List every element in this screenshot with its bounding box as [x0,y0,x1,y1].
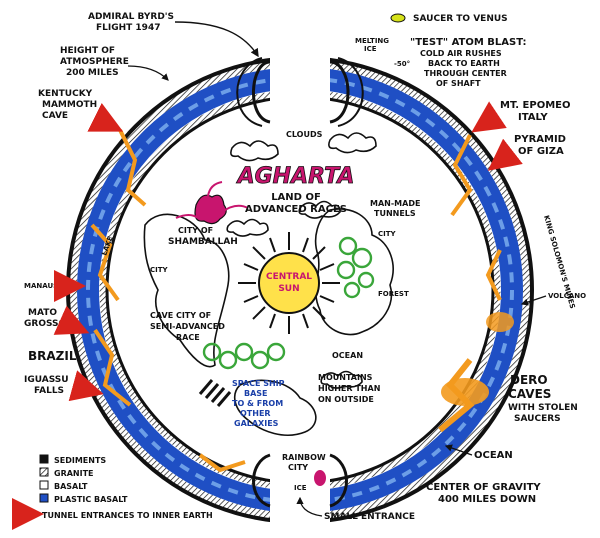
clouds-group [226,132,377,389]
shamballah-city [175,181,249,225]
pyramid-line2: OF GIZA [518,146,564,157]
iguassu-arrow [68,370,104,402]
shamballah-label-line1: CITY OF [178,226,213,235]
spaceship-base-icon [198,379,232,407]
volcano-label: VOLCANO [548,292,586,300]
subtitle-line1: LAND OF [271,192,321,203]
atom-blast-line4: THROUGH CENTER [424,69,507,78]
iguassu-line1: IGUASSU [24,375,69,385]
legend-swatch-plastic-basalt [39,493,49,503]
dero-line4: SAUCERS [514,414,561,424]
melting-ice-line2: ICE [364,45,377,53]
cave-city-line2: SEMI-ADVANCED [150,322,225,331]
ocean-label-outer: OCEAN [474,450,513,461]
sun-label-line2: SUN [278,284,299,294]
city-label-right: CITY [378,230,397,238]
city-label-left: CITY [150,266,169,274]
mato-arrow [53,305,90,335]
dero-line3: WITH STOLEN [508,403,578,413]
atom-blast-line2: COLD AIR RUSHES [420,49,502,58]
atmosphere-arrow [127,65,169,81]
legend-swatch-sediments [39,454,49,464]
dero-line2: CAVES [508,387,551,401]
rainbow-line2: CITY [288,463,308,472]
legend-label-sediments: SEDIMENTS [54,456,106,465]
legend-swatch-basalt [39,480,49,490]
mountains-line3: ON OUTSIDE [318,395,374,404]
earth-crust [66,50,534,530]
atmosphere-line2: ATMOSPHERE [60,57,129,67]
mountains-line1: MOUNTAINS [318,373,373,382]
saucer-venus-label: SAUCER TO VENUS [413,14,508,24]
shamballah-label-line2: SHAMBALLAH [168,237,238,247]
temperature-label: -50° [394,60,410,68]
rainbow-city-marker [314,470,326,486]
byrd-arrow [174,21,259,58]
gravity-line2: 400 MILES DOWN [438,494,536,505]
legend: SEDIMENTS GRANITE BASALT PLASTIC BASALT … [12,454,213,530]
mato-line2: GROSSO [24,319,67,329]
ocean-arrow [444,444,473,456]
ocean-label-inner: OCEAN [332,351,363,360]
manmade-label-line1: MAN-MADE [370,199,420,208]
atmosphere-line1: HEIGHT OF [60,46,115,56]
legend-label-basalt: BASALT [54,482,88,491]
clouds-label: CLOUDS [286,130,323,139]
legend-label-granite: GRANITE [54,469,94,478]
spaceship-line5: GALAXIES [234,419,279,428]
legend-arrow-label: TUNNEL ENTRANCES TO INNER EARTH [42,511,213,520]
forest-right [336,236,375,299]
kentucky-line1: KENTUCKY [38,89,93,99]
manmade-label-line2: TUNNELS [374,209,416,218]
spaceship-line2: BASE [244,389,268,398]
small-entrance-arrow [296,496,323,517]
pyramid-arrow [487,138,523,171]
epomeo-line2: ITALY [518,112,548,123]
spaceship-line4: OTHER [240,409,271,418]
byrd-line1: ADMIRAL BYRD'S [88,12,174,22]
epomeo-line1: MT. EPOMEO [500,100,570,111]
gravity-line1: CENTER OF GRAVITY [426,482,541,493]
ice-label: ICE [294,484,307,492]
inner-world: CENTRAL SUN [143,132,394,486]
melting-ice-line1: MELTING [355,37,389,45]
forest-bottom [202,342,286,370]
byrd-line2: FLIGHT 1947 [96,23,160,33]
small-entrance-label: SMALL ENTRANCE [324,512,415,522]
spaceship-line1: SPACE SHIP [232,379,285,388]
atom-blast-line5: OF SHAFT [436,79,481,88]
cave-city-line3: RACE [176,333,200,342]
central-sun: CENTRAL SUN [238,232,340,334]
atom-blast-line1: "TEST" ATOM BLAST: [410,37,527,48]
dero-line1: DERO [510,373,548,387]
mountains-line2: HIGHER THAN [318,384,380,393]
saucer-icon [390,13,406,23]
atom-blast-line3: BACK TO EARTH [428,59,500,68]
atmosphere-line3: 200 MILES [66,68,119,78]
epomeo-arrow [471,101,507,133]
volcano-arrow [520,295,547,306]
mato-line1: MATO [28,308,57,318]
kentucky-line2: MAMMOTH [42,100,97,110]
forest-label: FOREST [378,290,409,298]
brazil-label: BRAZIL [28,349,77,363]
rainbow-line1: RAINBOW [282,453,326,462]
kentucky-arrow [87,102,124,132]
page-title: AGHARTA [236,164,355,189]
spaceship-line3: TO & FROM [232,399,283,408]
legend-swatch-granite [39,467,49,477]
subtitle-line2: ADVANCED RACES [245,204,347,215]
pyramid-line1: PYRAMID [514,134,566,145]
sun-label-line1: CENTRAL [266,272,312,282]
legend-label-plastic-basalt: PLASTIC BASALT [54,495,128,504]
manaus-label: MANAUS [24,282,58,290]
iguassu-line2: FALLS [34,386,64,396]
cave-city-line1: CAVE CITY OF [150,311,211,320]
kentucky-line3: CAVE [42,111,68,121]
